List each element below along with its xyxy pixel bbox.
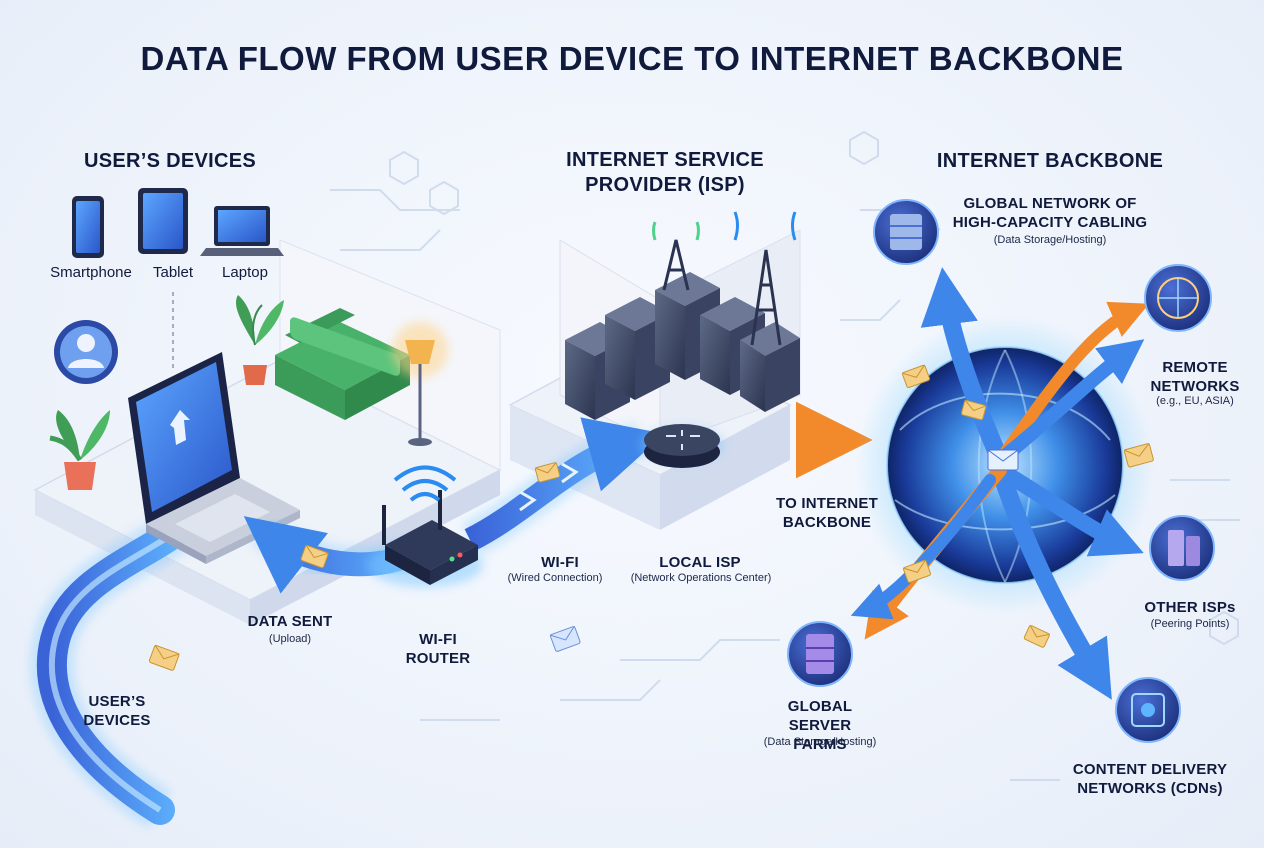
sofa-icon [275, 308, 410, 420]
cdn-label: CONTENT DELIVERY NETWORKS (CDNs) [1072, 761, 1228, 797]
smartphone-label: Smartphone [50, 264, 132, 281]
cell-tower-icon [652, 211, 797, 346]
node-cabling-icon [873, 199, 939, 265]
other-isps-sub: (Peering Points) [1150, 618, 1230, 630]
laptop-icon [200, 206, 284, 256]
other-isps-label: OTHER ISPs [1144, 599, 1236, 616]
smartphone-icon [72, 196, 104, 258]
laptop-label: Laptop [222, 264, 268, 281]
isp-router-icon [640, 424, 724, 468]
envelope-icons [148, 364, 1154, 671]
router-to-isp-arrow [461, 417, 665, 557]
section-title-backbone: INTERNET BACKBONE [936, 150, 1164, 172]
user-flow-path [29, 507, 200, 829]
node-other-isps-icon [1149, 515, 1215, 581]
node-cdn-icon [1115, 677, 1181, 743]
node-server-farms-icon [787, 621, 853, 687]
user-avatar-icon [54, 320, 118, 384]
global-cabling-sub: (Data Storage/Hosting) [993, 234, 1107, 246]
plant-icon [235, 295, 284, 385]
global-cabling-label: GLOBAL NETWORK OF HIGH-CAPACITY CABLING [952, 195, 1148, 231]
remote-networks-label: REMOTE NETWORKS [1150, 359, 1240, 395]
tablet-icon [138, 188, 188, 254]
wifi-sub: (Wired Connection) [507, 572, 603, 584]
to-backbone-label: TO INTERNET BACKBONE [776, 495, 878, 531]
local-isp-sub: (Network Operations Center) [630, 572, 772, 584]
wifi-label: WI-FI [541, 554, 579, 571]
data-sent-sub: (Upload) [268, 633, 312, 645]
plant-icon-2 [49, 410, 110, 490]
floor-lamp-icon [392, 322, 448, 446]
local-isp-label: LOCAL ISP [659, 554, 741, 571]
user-devices-label: USER’S DEVICES [83, 693, 151, 729]
tablet-label: Tablet [152, 264, 194, 281]
section-title-isp: INTERNET SERVICE PROVIDER (ISP) [566, 149, 764, 196]
node-remote-networks-icon [1144, 264, 1212, 332]
server-farms-label: GLOBAL SERVER FARMS [787, 698, 853, 753]
data-sent-label: DATA SENT [247, 613, 333, 630]
section-title-devices: USER’S DEVICES [83, 150, 257, 172]
wifi-router-label: WI-FI ROUTER [405, 631, 471, 667]
user-laptop-icon [128, 352, 300, 564]
page-title: DATA FLOW FROM USER DEVICE TO INTERNET B… [140, 40, 1124, 77]
wifi-router-icon [367, 465, 483, 587]
server-farms-sub: (Data Storage/Hosting) [763, 736, 877, 748]
remote-networks-sub: (e.g., EU, ASIA) [1156, 395, 1234, 407]
